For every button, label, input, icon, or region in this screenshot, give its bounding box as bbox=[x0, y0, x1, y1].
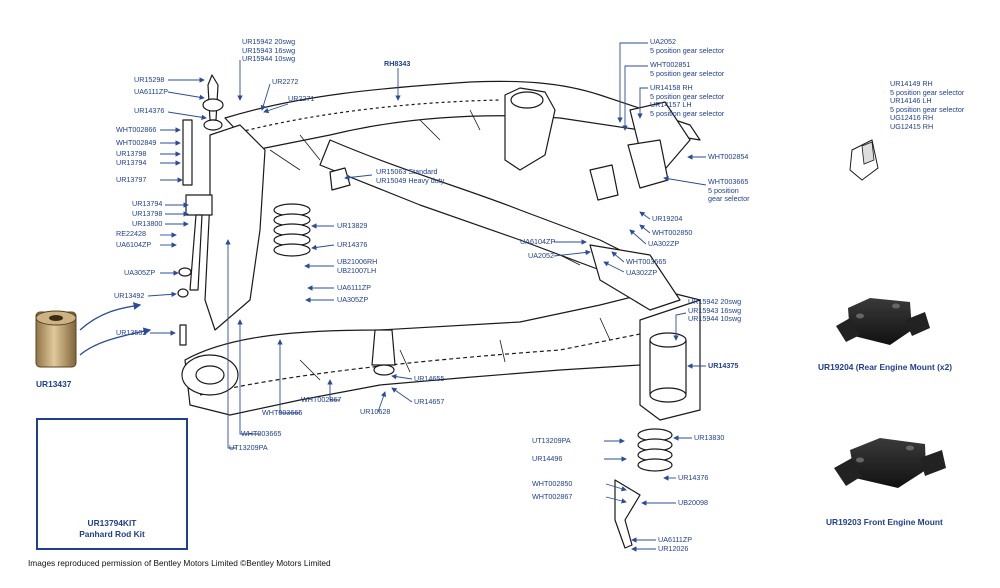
label-ut13209pa-left: UT13209PA bbox=[229, 443, 268, 452]
label-ur14657: UR14657 bbox=[414, 397, 445, 406]
label-ur14149: UR14149 RH 5 position gear selector UR14… bbox=[890, 79, 965, 131]
label-ur14376-low: UR14376 bbox=[678, 473, 709, 482]
label-rh8343: RH8343 bbox=[384, 59, 411, 68]
label-ur2271: UR2271 bbox=[288, 94, 315, 103]
label-re22428: RE22428 bbox=[116, 229, 146, 238]
label-wht002866: WHT002866 bbox=[116, 125, 157, 134]
label-ur13798-top: UR13798 bbox=[116, 149, 147, 158]
label-ub20098: UB20098 bbox=[678, 498, 708, 507]
label-ur13830: UR13830 bbox=[694, 433, 725, 442]
leader-lines bbox=[147, 42, 707, 552]
label-ua6111zp-low: UA6111ZP bbox=[658, 535, 693, 544]
label-ur13794-top: UR13794 bbox=[116, 158, 147, 167]
label-ur13492: UR13492 bbox=[114, 291, 145, 300]
label-wht002851: WHT002851 5 position gear selector bbox=[650, 60, 725, 78]
label-ur14158: UR14158 RH 5 position gear selector UR14… bbox=[650, 83, 725, 118]
label-ua305zp-left: UA305ZP bbox=[124, 268, 156, 277]
label-wht003665-low: WHT003665 bbox=[262, 408, 303, 417]
label-ur13794-mid: UR13794 bbox=[132, 199, 163, 208]
gear-selector-bracket-image bbox=[849, 139, 879, 181]
label-ur13798-mid: UR13798 bbox=[132, 209, 163, 218]
label-ut13209pa-right: UT13209PA bbox=[532, 436, 571, 445]
label-wht003665-bot: WHT003665 bbox=[241, 429, 282, 438]
copyright-footer: Images reproduced permission of Bentley … bbox=[28, 558, 331, 568]
label-ur10628: UR10628 bbox=[360, 407, 391, 416]
panhard-rod-kit-box bbox=[36, 418, 188, 550]
label-wht002850-mid: WHT002850 bbox=[652, 228, 693, 237]
label-ua6111zp-top: UA6111ZP bbox=[134, 87, 169, 96]
label-ur13800: UR13800 bbox=[132, 219, 163, 228]
label-ur15298: UR15298 bbox=[134, 75, 165, 84]
label-ur13829: UR13829 bbox=[337, 221, 368, 230]
label-wht002849: WHT002849 bbox=[116, 138, 157, 147]
label-ua2052-mid: UA2052 bbox=[528, 251, 554, 260]
label-wht003665-mid: WHT003665 bbox=[626, 257, 667, 266]
label-ur12026: UR12026 bbox=[658, 544, 689, 553]
label-ur14376-mid: UR14376 bbox=[337, 240, 368, 249]
label-ur2272: UR2272 bbox=[272, 77, 299, 86]
label-ur15942-top: UR15942 20swg UR15943 16swg UR15944 10sw… bbox=[242, 37, 296, 64]
label-ur14496: UR14496 bbox=[532, 454, 563, 463]
label-ur15942-right: UR15942 20swg UR15943 16swg UR15944 10sw… bbox=[688, 297, 742, 324]
label-wht003665-right: WHT003665 5 position gear selector bbox=[708, 177, 750, 204]
label-wht002867-mid: WHT002867 bbox=[301, 395, 342, 404]
bushing-ur13437-image bbox=[35, 302, 152, 368]
caption-ur13437: UR13437 bbox=[36, 379, 72, 389]
label-ua2052-top: UA2052 5 position gear selector bbox=[650, 37, 725, 55]
label-wht002854: WHT002854 bbox=[708, 152, 749, 161]
label-ua6111zp-mid: UA6111ZP bbox=[337, 283, 372, 292]
label-ua302zp-b: UA302ZP bbox=[626, 268, 658, 277]
caption-rear-engine-mount: UR19204 (Rear Engine Mount (x2) bbox=[818, 362, 953, 372]
caption-panhard-kit: UR13794KIT Panhard Rod Kit bbox=[79, 518, 145, 539]
caption-front-engine-mount: UR19203 Front Engine Mount bbox=[826, 517, 943, 527]
front-engine-mount-image bbox=[834, 438, 946, 488]
label-ur15063: UR15063 Standard UR15049 Heavy duty bbox=[376, 167, 445, 185]
label-ub21006: UB21006RH UB21007LH bbox=[337, 257, 378, 275]
rear-engine-mount-image bbox=[836, 298, 930, 345]
label-ua6104zp-mid: UA6104ZP bbox=[520, 237, 556, 246]
label-ua6104zp-left: UA6104ZP bbox=[116, 240, 152, 249]
subframe-drawing bbox=[177, 74, 701, 549]
label-ua302zp-a: UA302ZP bbox=[648, 239, 680, 248]
label-wht002850-low: WHT002850 bbox=[532, 479, 573, 488]
label-ua305zp-mid: UA305ZP bbox=[337, 295, 369, 304]
label-ur13502: UR13502 bbox=[116, 328, 147, 337]
label-wht002867-low: WHT002867 bbox=[532, 492, 573, 501]
label-ur14376-top: UR14376 bbox=[134, 106, 165, 115]
label-ur14375: UR14375 bbox=[708, 361, 739, 370]
label-ur13797: UR13797 bbox=[116, 175, 147, 184]
label-ur19204-small: UR19204 bbox=[652, 214, 683, 223]
label-ur14655: UR14655 bbox=[414, 374, 445, 383]
